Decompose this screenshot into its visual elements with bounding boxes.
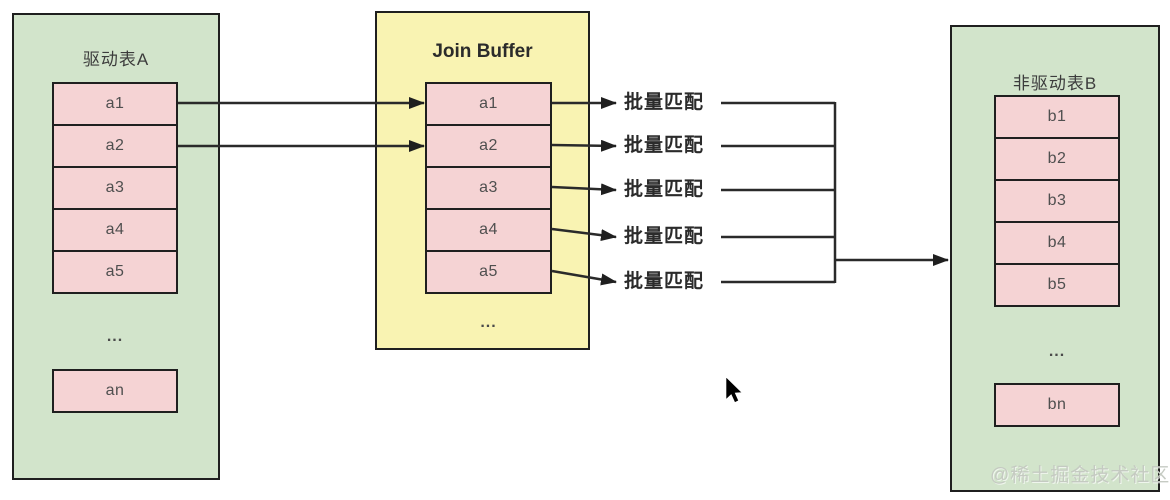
non-driving-row-b1: b1 — [994, 95, 1120, 139]
buffer-row-a5: a5 — [425, 250, 552, 294]
buffer-row-a1: a1 — [425, 82, 552, 126]
batch-match-label-4: 批量匹配 — [624, 226, 705, 247]
watermark: @稀土掘金技术社区 — [990, 465, 1170, 486]
non-driving-table-ellipsis: ... — [1048, 343, 1066, 360]
buffer-row-a4: a4 — [425, 208, 552, 252]
join-buffer-title: Join Buffer — [432, 41, 533, 62]
batch-match-label-2: 批量匹配 — [624, 135, 705, 156]
batch-match-label-3: 批量匹配 — [624, 179, 705, 200]
non-driving-row-b4: b4 — [994, 221, 1120, 265]
non-driving-row-b2: b2 — [994, 137, 1120, 181]
driving-row-an: an — [52, 369, 178, 413]
driving-row-a5: a5 — [52, 250, 178, 294]
driving-row-a2: a2 — [52, 124, 178, 168]
non-driving-row-bn: bn — [994, 383, 1120, 427]
driving-row-a4: a4 — [52, 208, 178, 252]
buffer-row-a3: a3 — [425, 166, 552, 210]
batch-match-label-1: 批量匹配 — [624, 92, 705, 113]
non-driving-row-b5: b5 — [994, 263, 1120, 307]
buffer-row-a2: a2 — [425, 124, 552, 168]
mouse-cursor[interactable] — [725, 376, 743, 403]
non-driving-table-title: 非驱动表B — [1012, 74, 1098, 93]
batch-match-label-5: 批量匹配 — [624, 271, 705, 292]
join-buffer-ellipsis: ... — [480, 314, 497, 331]
driving-table-ellipsis: ... — [106, 328, 124, 345]
driving-row-a1: a1 — [52, 82, 178, 126]
driving-table-title: 驱动表A — [82, 50, 150, 69]
non-driving-row-b3: b3 — [994, 179, 1120, 223]
driving-row-a3: a3 — [52, 166, 178, 210]
